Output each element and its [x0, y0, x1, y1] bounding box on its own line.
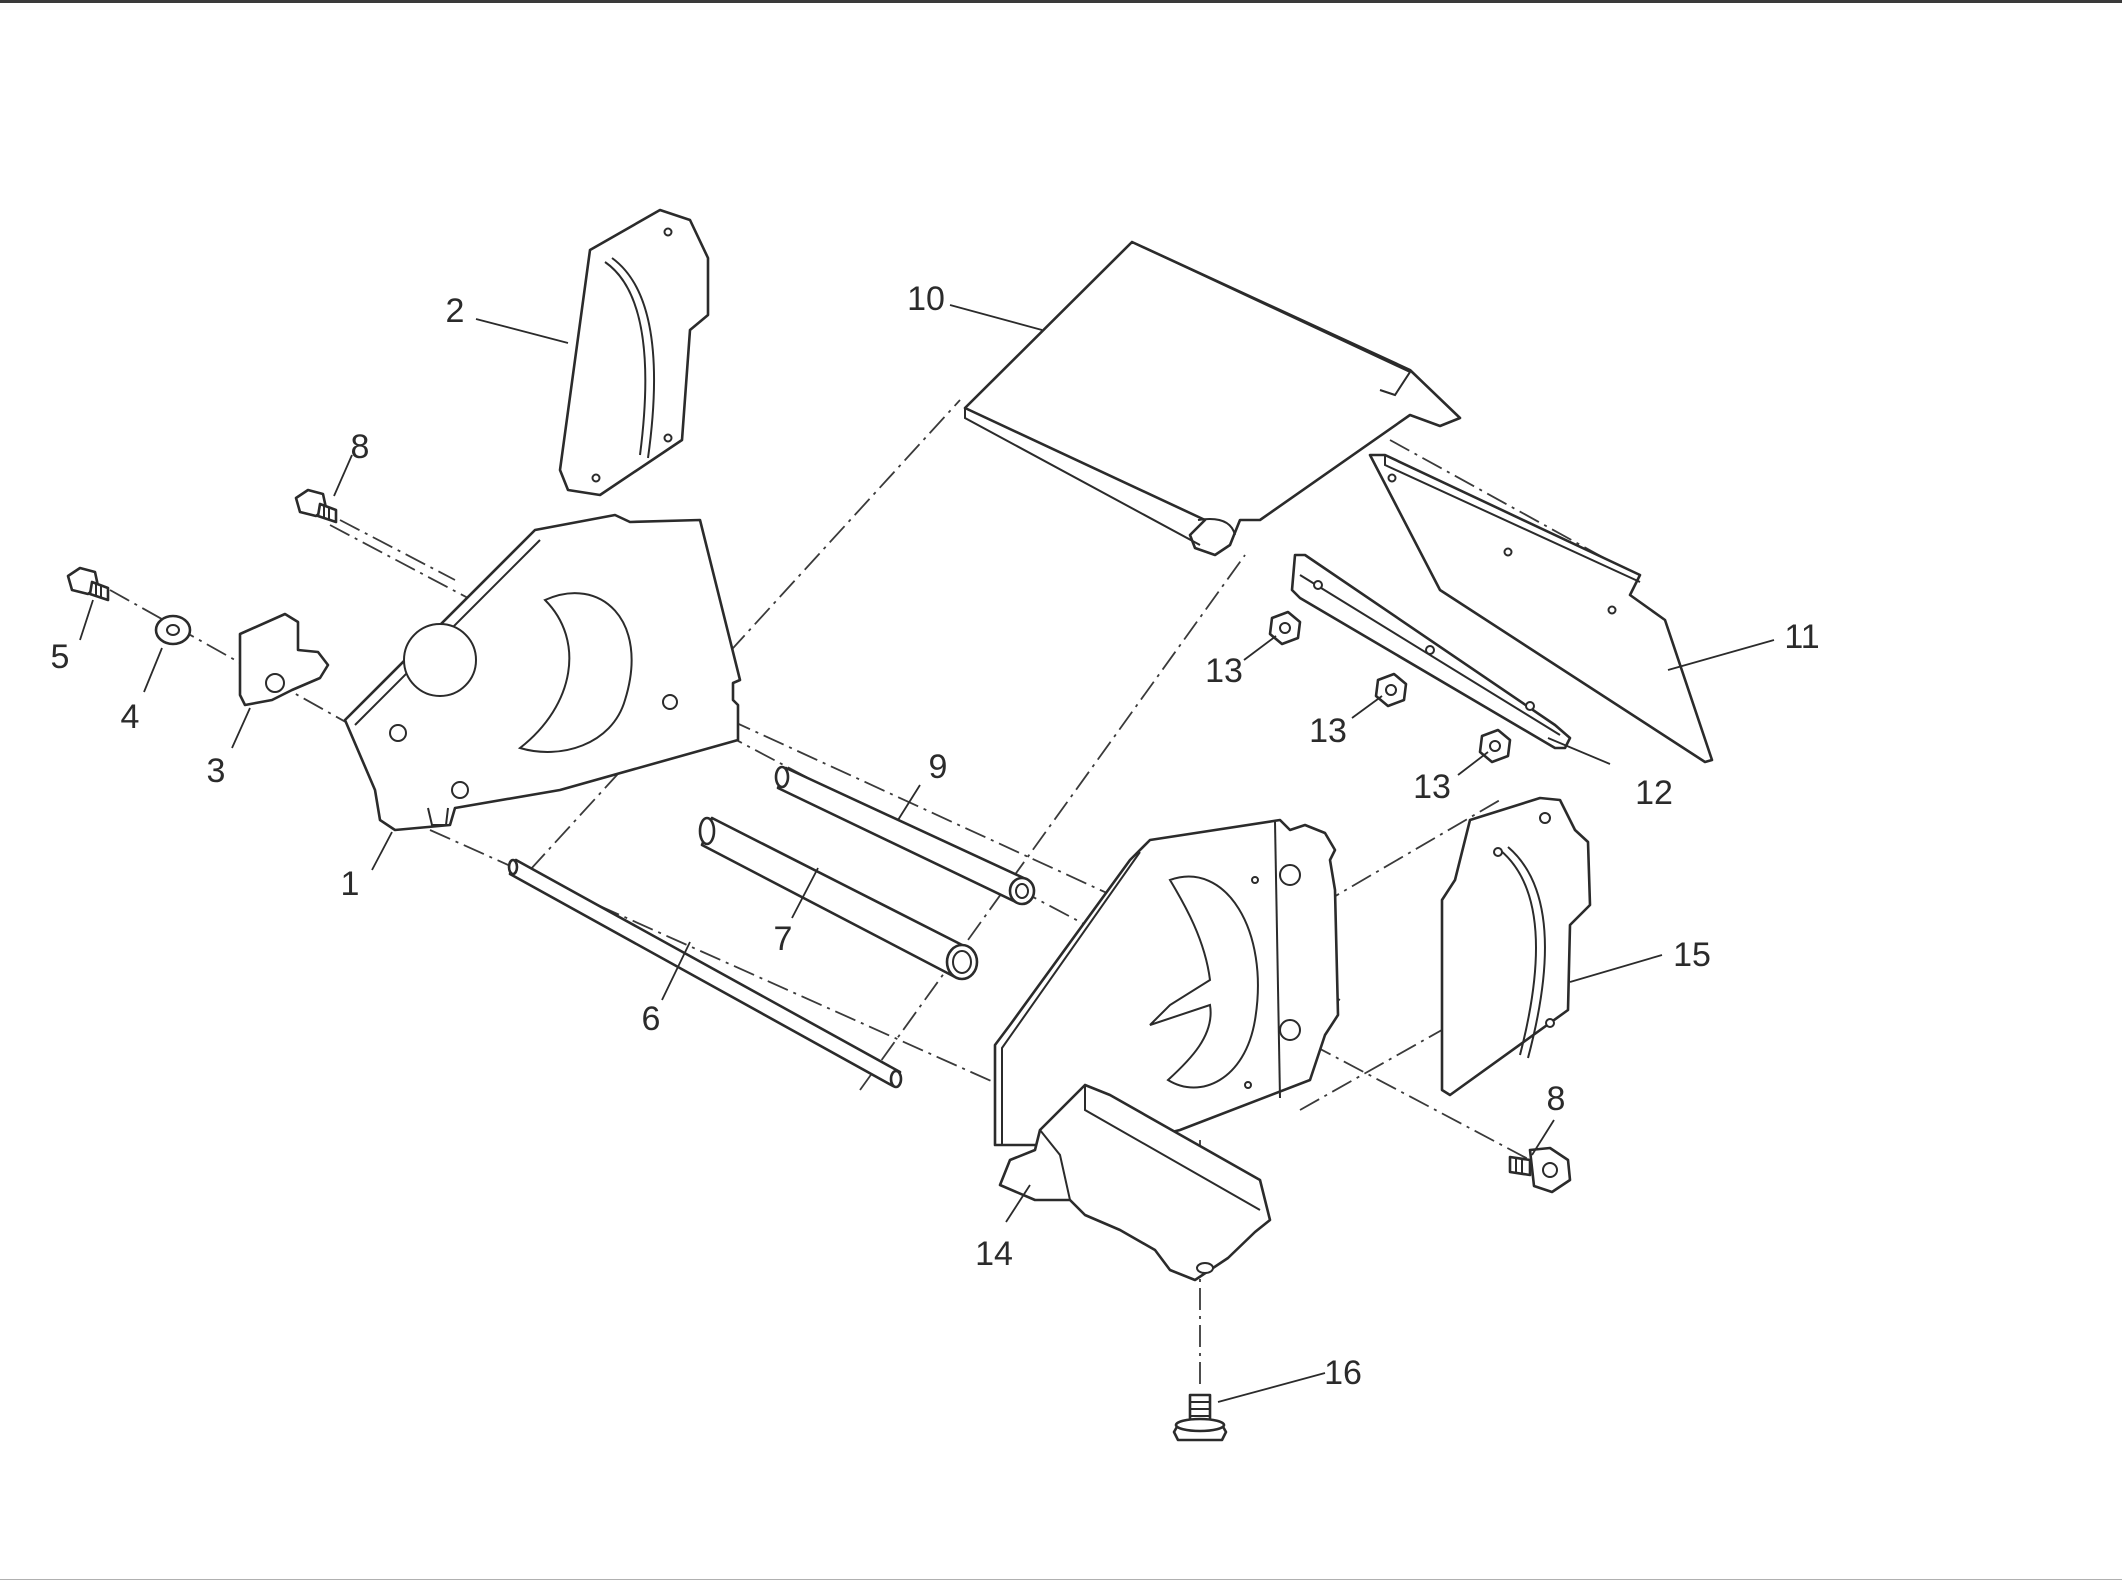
mounting-foot — [998, 1083, 1272, 1282]
lock-nut-2 — [1374, 672, 1408, 708]
top-border — [0, 0, 2122, 3]
callout-13-b: 13 — [1309, 712, 1347, 750]
flange-bolt-8-right — [1508, 1146, 1572, 1194]
callout-16: 16 — [1324, 1354, 1362, 1392]
callout-15: 15 — [1673, 936, 1711, 974]
side-shield-right — [1440, 796, 1592, 1097]
small-bracket — [238, 612, 330, 707]
right-side-plate — [993, 818, 1340, 1152]
callout-9: 9 — [929, 748, 948, 786]
leader-lines — [79, 304, 1775, 1403]
callout-8-top: 8 — [351, 428, 370, 466]
callout-12: 12 — [1635, 774, 1673, 812]
rod-6 — [507, 858, 903, 1089]
left-side-plate — [343, 513, 742, 832]
callout-3: 3 — [207, 752, 226, 790]
flange-bolt-8-top — [294, 488, 338, 524]
callout-13-c: 13 — [1413, 768, 1451, 806]
callout-6: 6 — [642, 1000, 661, 1038]
tube-9 — [774, 765, 1036, 906]
lock-nut-3 — [1478, 728, 1512, 764]
callout-14: 14 — [975, 1235, 1013, 1273]
deflector-plate — [963, 240, 1462, 557]
right-flap — [1368, 453, 1714, 764]
assembly-centerlines — [109, 399, 1636, 1385]
flange-bolt-16 — [1172, 1393, 1228, 1442]
side-shield-left — [558, 208, 710, 497]
callout-2: 2 — [446, 292, 465, 330]
callout-10: 10 — [907, 280, 945, 318]
flange-bolt-5 — [66, 566, 110, 602]
callout-13-a: 13 — [1205, 652, 1243, 690]
bottom-border — [0, 1579, 2122, 1580]
tube-7 — [698, 816, 979, 981]
callout-11: 11 — [1784, 618, 1819, 656]
flat-washer — [154, 614, 192, 646]
mounting-strip — [1290, 553, 1572, 750]
callout-1: 1 — [341, 865, 360, 903]
callout-7: 7 — [774, 920, 793, 958]
lock-nut-1 — [1268, 610, 1302, 646]
callout-8-right: 8 — [1547, 1080, 1566, 1118]
callout-5: 5 — [51, 638, 70, 676]
callout-4: 4 — [121, 698, 140, 736]
callout-labels: 1 2 3 4 5 6 7 8 8 9 10 11 12 13 13 13 14… — [51, 280, 1820, 1392]
